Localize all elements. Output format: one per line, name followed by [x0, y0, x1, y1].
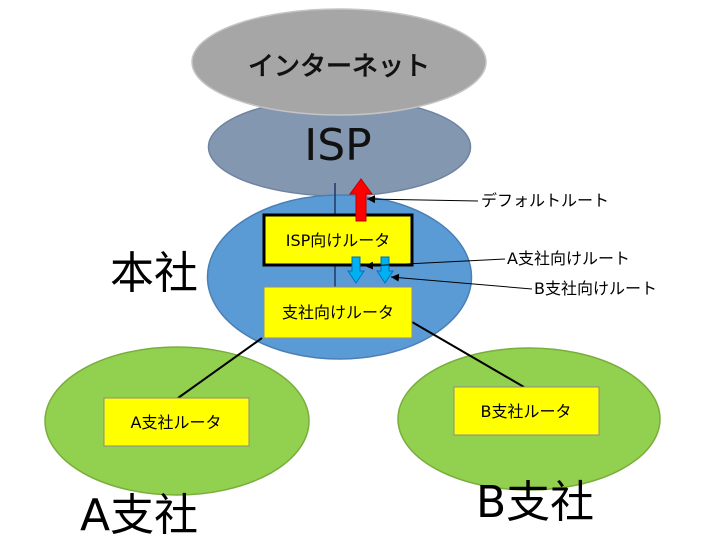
branch-b-router-box: [453, 386, 600, 436]
branch-b-route-callout-line: [390, 273, 533, 290]
isp-label: ISP: [304, 120, 371, 171]
hq-label: 本社: [110, 248, 198, 299]
branch-a-route-callout-line: [364, 258, 506, 270]
hq-to-branch-b-link: [411, 321, 525, 388]
default-route-label: デフォルトルート: [481, 191, 609, 210]
branch-b-route-label: B支社向けルート: [534, 279, 657, 298]
branch-a-route-arrow-icon: [347, 256, 365, 284]
isp-router-label: ISP向けルータ: [286, 231, 391, 250]
branch-router-box: [263, 286, 413, 339]
default-route-callout-line: [366, 195, 479, 204]
internet-ellipse: [191, 8, 487, 116]
branch-a-router-box: [103, 397, 250, 447]
default-route-arrow-icon: [349, 178, 373, 222]
branch-a-router-label: A支社ルータ: [131, 413, 222, 432]
branch-b-route-arrow-icon: [376, 256, 394, 284]
branch-b-label: B支社: [476, 477, 594, 528]
branch-router-label: 支社向けルータ: [282, 303, 394, 322]
internet-label: インターネット: [248, 52, 430, 82]
branch-a-label: A支社: [80, 490, 198, 541]
hq-to-branch-a-link: [177, 337, 263, 399]
branch-b-router-label: B支社ルータ: [481, 402, 572, 421]
branch-a-route-label: A支社向けルート: [507, 249, 630, 268]
